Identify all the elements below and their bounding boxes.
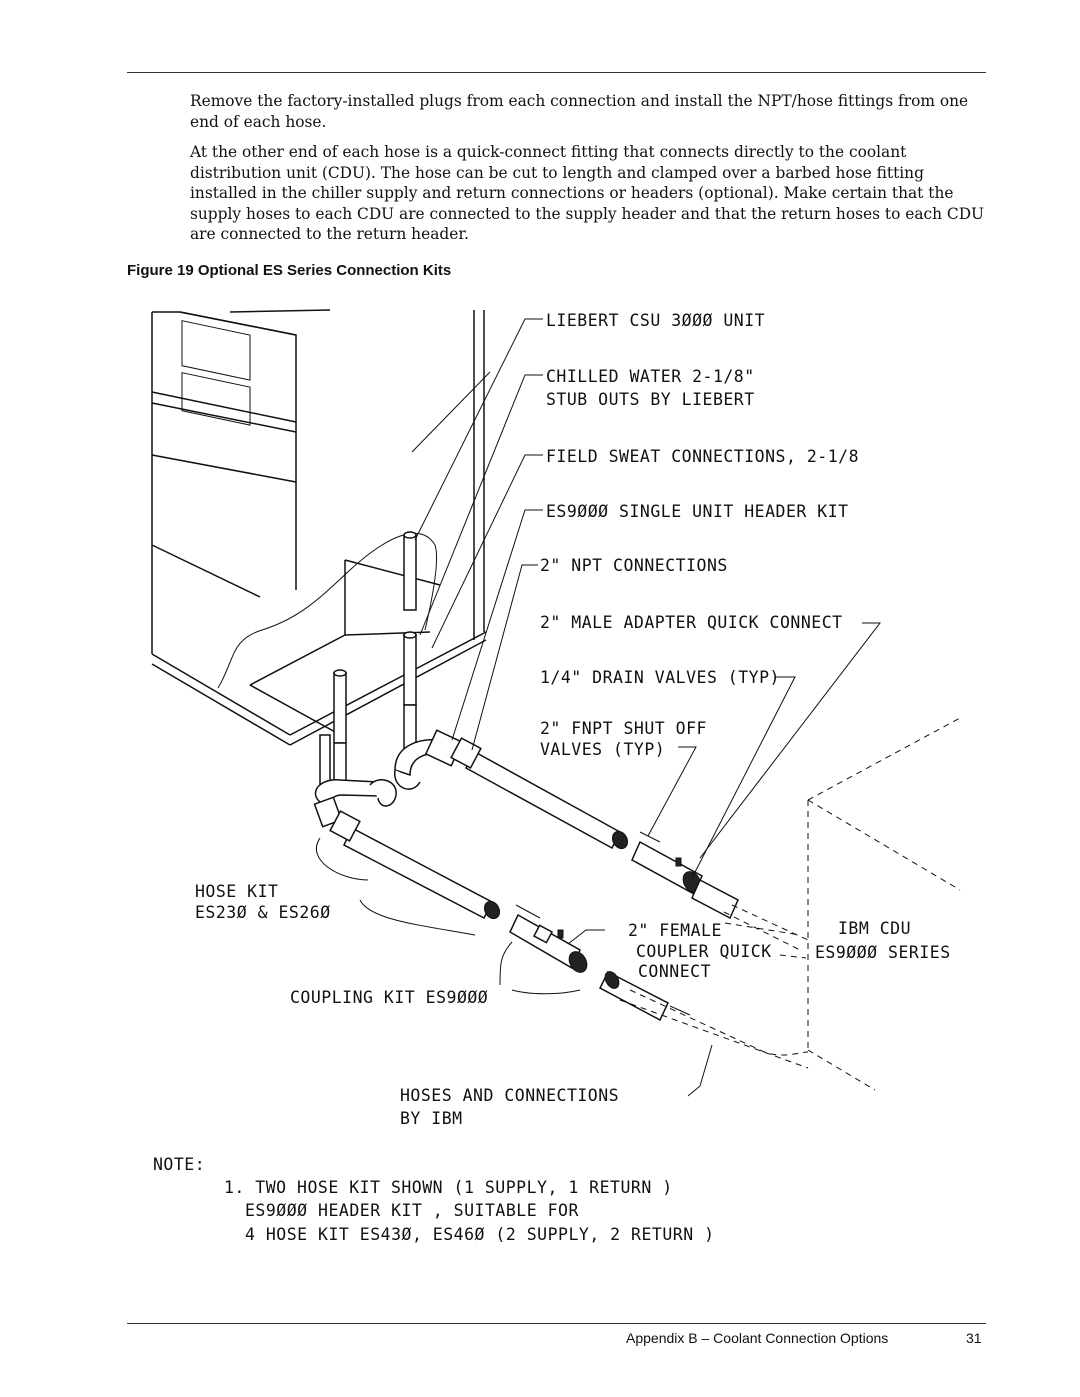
note-line-3: 4 HOSE KIT ES43Ø, ES46Ø (2 SUPPLY, 2 RET… [245,1225,715,1244]
label-female-coupler-3: CONNECT [638,962,711,981]
label-female-coupler-1: 2" FEMALE [628,921,722,940]
callout-leaders [316,318,882,1097]
label-shutoff-valves-2: VALVES (TYP) [540,740,665,759]
label-hose-kit-1: HOSE KIT [195,882,278,901]
paragraph-quick-connect: At the other end of each hose is a quick… [190,143,985,243]
label-female-coupler-2: COUPLER QUICK [636,942,772,961]
label-shutoff-valves-1: 2" FNPT SHUT OFF [540,719,707,738]
label-stub-outs: STUB OUTS BY LIEBERT [546,390,755,409]
top-rule [127,72,986,73]
footer-section-title: Appendix B – Coolant Connection Options [626,1330,889,1346]
label-hoses-by-ibm-1: HOSES AND CONNECTIONS [400,1086,619,1105]
bottom-rule [127,1323,986,1324]
note-heading: NOTE: [153,1155,205,1174]
label-liebert-unit: LIEBERT CSU 3ØØØ UNIT [546,311,765,330]
stub-pipes [333,531,417,744]
ibm-cdu-outline [619,717,961,1091]
label-header-kit: ES9ØØØ SINGLE UNIT HEADER KIT [546,502,849,521]
label-drain-valves: 1/4" DRAIN VALVES (TYP) [540,668,780,687]
label-coupling-kit: COUPLING KIT ES9ØØØ [290,988,488,1007]
label-hoses-by-ibm-2: BY IBM [400,1109,463,1128]
label-npt-connections: 2" NPT CONNECTIONS [540,556,728,575]
paragraph-remove-plugs: Remove the factory-installed plugs from … [190,92,969,131]
label-ibm-cdu-2: ES9ØØØ SERIES [815,943,951,962]
quick-connect-couplers [509,831,739,1022]
liebert-unit-drawing [151,309,491,746]
label-ibm-cdu-1: IBM CDU [838,919,911,938]
footer-page-number: 31 [966,1330,982,1346]
hose-kit-drawing [329,737,629,920]
note-line-1: 1. TWO HOSE KIT SHOWN (1 SUPPLY, 1 RETUR… [224,1178,673,1197]
note-line-2: ES9ØØØ HEADER KIT , SUITABLE FOR [245,1201,579,1220]
label-field-sweat: FIELD SWEAT CONNECTIONS, 2-1/8 [546,447,859,466]
label-male-adapter: 2" MALE ADAPTER QUICK CONNECT [540,613,843,632]
label-hose-kit-2: ES23Ø & ES26Ø [195,903,331,922]
figure-caption: Figure 19 Optional ES Series Connection … [127,262,452,279]
label-chilled-water: CHILLED WATER 2-1/8" [546,367,755,386]
